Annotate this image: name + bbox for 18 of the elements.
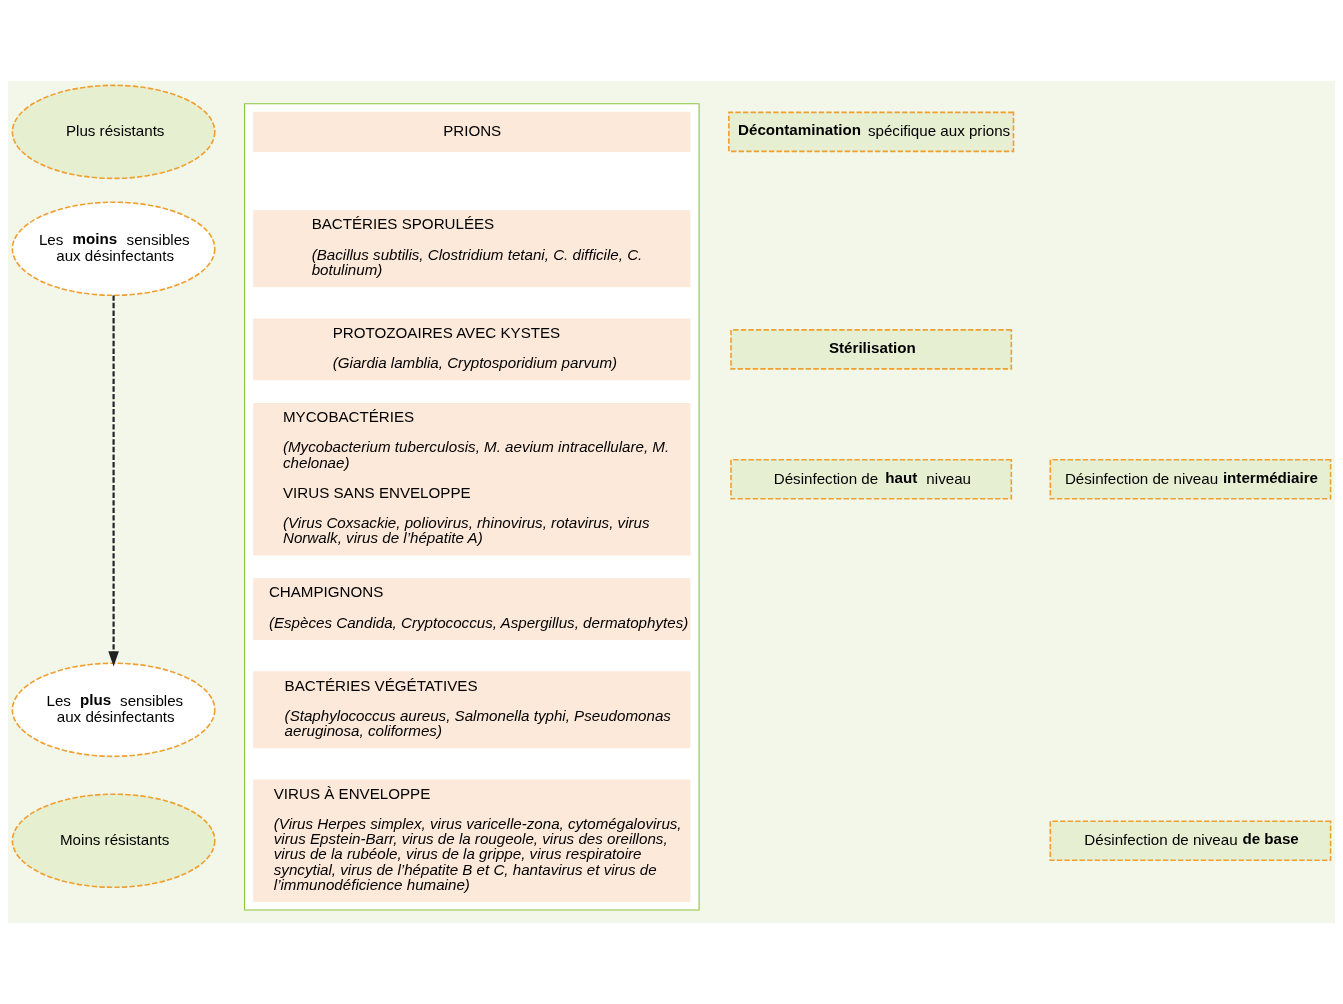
node-box: VIRUS À ENVELOPPE (Virus Herpes simplex, virus varicelle-zona, cytomégalovirus, virus Epstein-Barr, virus de la rougeole, virus des oreillons, virus de la rubéole, virus de la grippe, virus respiratoire syncytial, virus de l’hépatite B et C, hantavirus et virus de l’immunodéficience humaine)	[253, 779, 691, 902]
node-box: Stérilisation	[730, 329, 1013, 370]
node-box: CHAMPIGNONS (Espèces Candida, Cryptococcus, Aspergillus, dermatophytes)	[253, 578, 691, 640]
node-box: Désinfection de niveau de base	[1049, 820, 1332, 862]
node-ellipse: Les moins sensibles aux désinfectants	[11, 201, 216, 297]
node-box: Désinfection de haut niveau	[730, 459, 1013, 500]
node-ellipse: Plus résistants	[11, 84, 216, 180]
node-box: MYCOBACTÉRIES (Mycobacterium tuberculosis, M. aevium intracellulare, M. chelonae) VIRUS SANS ENVELOPPE (Virus Coxsackie, poliovirus, rhinovirus, rotavirus, virus Norwalk, virus de l’hépatite A)	[253, 402, 691, 556]
node-box: Décontamination spécifique aux prions	[728, 111, 1015, 153]
arrow	[108, 295, 119, 667]
node-ellipse: Moins résistants	[11, 793, 216, 889]
node-box: PRIONS	[253, 111, 691, 152]
node-box: PROTOZOAIRES AVEC KYSTES (Giardia lamblia, Cryptosporidium parvum)	[253, 318, 691, 381]
node-box: Désinfection de niveau intermédiaire	[1049, 459, 1332, 500]
node-box: BACTÉRIES SPORULÉES (Bacillus subtilis, Clostridium tetani, C. difficile, C. botulinum)	[253, 210, 691, 288]
cluster	[244, 103, 700, 911]
node-ellipse: Les plus sensibles aux désinfectants	[11, 662, 216, 758]
node-box: BACTÉRIES VÉGÉTATIVES (Staphylococcus aureus, Salmonella typhi, Pseudomonas aeruginosa, coliformes)	[253, 671, 691, 749]
